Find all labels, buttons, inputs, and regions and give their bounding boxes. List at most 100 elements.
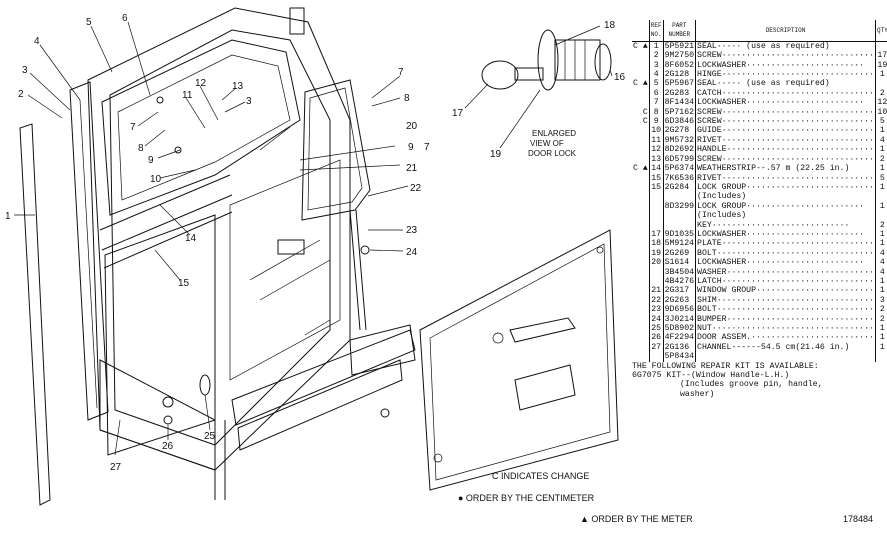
header-description: DESCRIPTION [695, 20, 876, 42]
callout-23: 23 [406, 225, 418, 236]
row-part: 9D1035 [662, 229, 696, 240]
row-qty: 1 [874, 229, 887, 240]
row-ref: 4 [648, 70, 664, 80]
row-ref: 14 [648, 164, 664, 174]
lock-view-line3: DOOR LOCK [528, 149, 577, 158]
row-description: WEATHERSTRIP--.57 m (22.25 in.) [695, 164, 876, 174]
row-qty: 2 [874, 305, 887, 315]
row-mark [632, 136, 649, 145]
row-mark [632, 258, 649, 267]
callout-13: 13 [232, 81, 244, 92]
row-description: LOCK GROUP························ [695, 201, 876, 212]
row-part: 5D8902 [662, 324, 696, 334]
row-qty: 17 [874, 51, 887, 61]
row-mark [632, 352, 649, 361]
row-description: WASHER······························ [695, 267, 876, 277]
row-ref: 15 [648, 182, 664, 193]
row-description: NUT································· [695, 324, 876, 334]
callout-22: 22 [410, 183, 422, 194]
row-qty [874, 41, 887, 52]
row-mark [632, 70, 649, 79]
row-qty: 12 [874, 98, 887, 108]
row-description: HANDLE······························ [695, 145, 876, 155]
callout-14: 14 [185, 233, 197, 244]
row-description: LOCKWASHER························ [695, 98, 876, 108]
row-mark [632, 286, 649, 295]
row-part: 8D3299 [662, 201, 696, 212]
row-mark [632, 51, 649, 60]
row-ref: 25 [648, 324, 664, 334]
callout-17: 17 [452, 108, 464, 119]
row-qty: 4 [874, 258, 887, 268]
callout-6: 6 [122, 13, 128, 24]
table-row: (Includes) [632, 192, 887, 202]
row-part: 8F1434 [662, 98, 696, 108]
row-description: RIVET······························· [695, 173, 876, 183]
row-description: DOOR ASSEM.························· [695, 333, 876, 343]
row-mark [632, 61, 649, 70]
row-part: 4F2294 [662, 333, 696, 343]
header-part: PART NUMBER [662, 20, 696, 42]
row-qty: 19 [874, 60, 887, 71]
row-ref [648, 276, 664, 287]
callout-26: 26 [162, 441, 174, 452]
row-ref: 1 [648, 41, 664, 52]
row-description: SCREW······························· [695, 107, 876, 118]
row-mark: C [642, 107, 648, 117]
row-description: SCREW······························· [695, 117, 876, 127]
table-row: 5P8434 [632, 352, 887, 362]
callout-9: 9 [148, 155, 154, 166]
row-mark: C ▲ [633, 41, 648, 51]
row-description: SCREW······························· [695, 154, 876, 165]
row-ref: 9 [648, 117, 664, 127]
callout-7b: 7 [398, 67, 404, 78]
row-description: CHANNEL------54.5 cm(21.46 in.) [695, 342, 876, 353]
row-part: 5P8434 [662, 352, 696, 362]
row-part: 6D3846 [662, 117, 696, 127]
meter-note: ▲ ORDER BY THE METER [580, 514, 693, 524]
lock-view-line2: VIEW OF [530, 139, 564, 148]
row-mark [632, 126, 649, 135]
row-description: LOCKWASHER························ [695, 60, 876, 71]
row-mark [632, 277, 649, 286]
row-mark [632, 315, 649, 324]
row-mark [632, 333, 649, 342]
row-ref: 6 [648, 88, 664, 99]
row-description: WINDOW GROUP························ [695, 286, 876, 296]
table-row: (Includes) [632, 211, 887, 221]
row-part: 2G269 [662, 248, 696, 259]
row-description: RIVET······························· [695, 135, 876, 146]
row-mark [632, 296, 649, 305]
row-qty: 2 [874, 314, 887, 324]
row-mark [632, 343, 649, 352]
row-description: BUMPER······························ [695, 314, 876, 324]
row-qty: 1 [874, 286, 887, 296]
row-part: 3J0214 [662, 314, 696, 324]
row-ref [648, 220, 664, 230]
row-mark: C [642, 117, 648, 127]
row-ref [648, 267, 664, 277]
row-ref: 11 [648, 135, 664, 146]
row-part: 2G263 [662, 295, 696, 306]
callout-18: 18 [604, 20, 616, 31]
row-description: KEY···························· [695, 220, 876, 230]
row-qty [874, 192, 887, 202]
callout-3b: 3 [246, 96, 252, 107]
callout-24: 24 [406, 247, 418, 258]
row-description: HINGE······························· [695, 70, 876, 80]
row-part: 2G278 [662, 126, 696, 136]
row-part: 4B4276 [662, 276, 696, 287]
row-ref: 18 [648, 239, 664, 249]
